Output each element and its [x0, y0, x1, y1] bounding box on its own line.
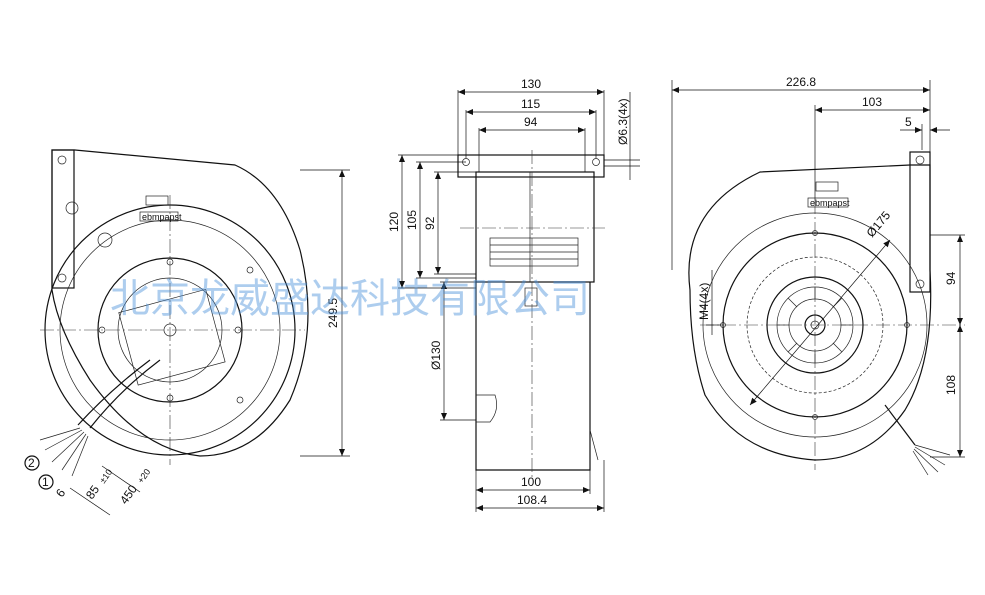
front-cable-dim: 450	[117, 482, 140, 507]
side-width-130: 130	[521, 77, 541, 91]
callout-1: 1	[42, 475, 49, 489]
side-width-115: 115	[521, 97, 540, 111]
front-brand-label: ebmpapst	[142, 212, 182, 222]
back-width-226: 226.8	[786, 75, 816, 89]
watermark-text: 北京龙威盛达科技有限公司	[110, 276, 590, 322]
side-hole-dim: Ø6.3(4x)	[616, 98, 630, 145]
back-thread-dim: M4(4x)	[697, 283, 711, 320]
side-width-94: 94	[524, 115, 538, 129]
front-strip-tol: ±10	[97, 467, 114, 485]
side-height-120: 120	[387, 212, 401, 232]
side-height-92: 92	[423, 216, 437, 230]
side-bottom-108: 108.4	[517, 493, 547, 507]
side-dia-130: Ø130	[429, 340, 443, 370]
side-height-105: 105	[405, 210, 419, 230]
back-dia-175: Ø175	[864, 208, 894, 240]
callout-2: 2	[28, 456, 35, 470]
front-view: ebmpapst 249.5 6 85 ±10 450 +20 2 1	[24, 149, 350, 516]
side-view: 130 115 94 Ø6.3(4x) 120 105 92 Ø130	[387, 77, 640, 512]
back-width-103: 103	[862, 95, 882, 109]
front-wire-end-dim: 6	[53, 486, 68, 500]
front-height-dim: 249.5	[326, 298, 340, 328]
side-bottom-100: 100	[521, 475, 541, 489]
back-view: Ø175 ebmpapst M4(4x) 226.8 103 5 94 108	[671, 75, 965, 476]
back-height-108: 108	[944, 375, 958, 395]
front-cable-tol: +20	[135, 467, 152, 485]
back-height-94: 94	[944, 271, 958, 285]
back-brand-label: ebmpapst	[810, 198, 850, 208]
back-width-5: 5	[905, 115, 912, 129]
